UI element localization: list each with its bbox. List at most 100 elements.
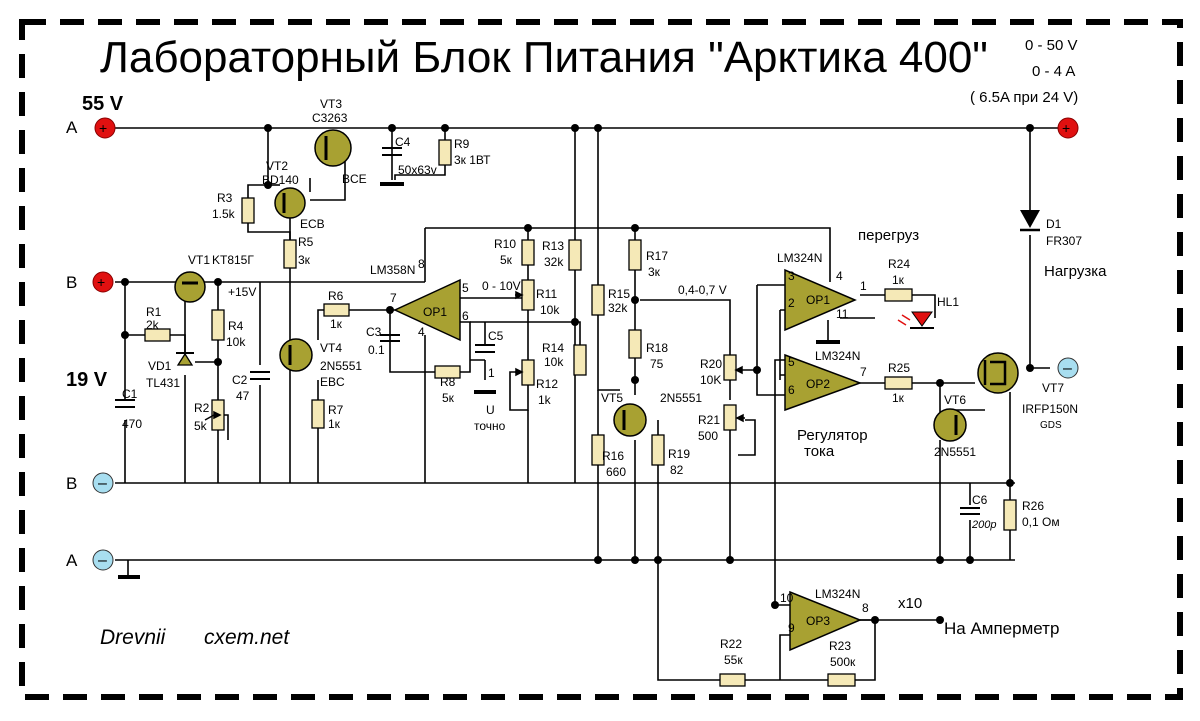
svg-text:R16: R16 (602, 449, 624, 463)
rail-b-plus-label: B (66, 273, 77, 292)
diode-vd1 (176, 352, 194, 366)
svg-text:VT5: VT5 (601, 391, 623, 405)
junction-dots (121, 124, 1034, 624)
svg-text:10k: 10k (544, 355, 564, 369)
resistor-r3 (241, 197, 255, 224)
svg-text:LM358N: LM358N (370, 263, 415, 277)
svg-text:4: 4 (418, 325, 425, 339)
transistor-vt6 (933, 408, 967, 442)
svg-text:R12: R12 (536, 377, 558, 391)
svg-text:11: 11 (836, 307, 849, 321)
svg-text:55к: 55к (724, 653, 743, 667)
svg-text:R2: R2 (194, 401, 210, 415)
svg-text:5k: 5k (194, 419, 208, 433)
svg-text:VT2: VT2 (266, 159, 288, 173)
ground-symbols (118, 182, 840, 579)
svg-text:R21: R21 (698, 413, 720, 427)
transistor-vt4 (279, 338, 313, 372)
terminal-a-plus-right: + (1057, 117, 1079, 139)
resistor-r14 (573, 344, 587, 376)
svg-text:1к: 1к (328, 417, 341, 431)
svg-text:2N5551: 2N5551 (660, 391, 702, 405)
svg-text:TL431: TL431 (146, 376, 180, 390)
resistor-r4 (211, 309, 225, 341)
svg-text:GDS: GDS (1040, 420, 1062, 431)
terminal-a-plus-left: + (94, 117, 116, 139)
svg-text:82: 82 (670, 463, 684, 477)
svg-text:47: 47 (236, 389, 250, 403)
resistor-r26 (1003, 499, 1017, 531)
page-title: Лабораторный Блок Питания "Арктика 400" (100, 33, 988, 82)
svg-text:EBC: EBC (320, 375, 345, 389)
svg-text:5: 5 (788, 355, 795, 369)
svg-text:C1: C1 (122, 387, 138, 401)
svg-text:OP1: OP1 (806, 293, 830, 307)
svg-text:KT815Г: KT815Г (212, 253, 254, 267)
resistor-r5 (283, 239, 297, 269)
svg-text:5к: 5к (442, 391, 455, 405)
resistor-r21 (723, 404, 737, 431)
svg-text:0,1 Ом: 0,1 Ом (1022, 515, 1060, 529)
svg-text:BCE: BCE (342, 172, 367, 186)
svg-text:9: 9 (788, 621, 795, 635)
spec-note: ( 6.5A при 24 V) (970, 89, 1078, 106)
svg-text:1: 1 (860, 279, 867, 293)
svg-text:32k: 32k (608, 301, 628, 315)
svg-text:–: – (98, 552, 107, 569)
svg-text:+: + (97, 274, 105, 290)
svg-text:–: – (1063, 360, 1072, 377)
dashed-border (19, 19, 1183, 700)
svg-text:10K: 10K (700, 373, 721, 387)
resistor-r19 (651, 434, 665, 466)
spec-voltage: 0 - 50 V (1025, 37, 1078, 54)
current-regulator-label-2: тока (804, 443, 835, 460)
resistor-r12 (521, 359, 535, 386)
svg-text:VT1: VT1 (188, 253, 210, 267)
svg-text:IRFP150N: IRFP150N (1022, 402, 1078, 416)
svg-text:R15: R15 (608, 287, 630, 301)
wiring (115, 127, 1065, 681)
svg-text:VD1: VD1 (148, 359, 172, 373)
svg-text:R26: R26 (1022, 499, 1044, 513)
resistor-r15 (591, 284, 605, 316)
transistor-vt3 (314, 129, 352, 167)
x10-label: x10 (898, 595, 922, 612)
svg-text:C5: C5 (488, 329, 504, 343)
svg-text:3к 1ВТ: 3к 1ВТ (454, 153, 491, 167)
svg-text:4: 4 (836, 269, 843, 283)
opamp-lm358-op1: OP1 (393, 278, 461, 342)
svg-text:C3: C3 (366, 325, 382, 339)
svg-text:C4: C4 (395, 135, 411, 149)
terminal-load-minus: – (1057, 357, 1079, 379)
rail-a-minus-label: A (66, 551, 78, 570)
svg-text:5к: 5к (500, 253, 513, 267)
svg-text:1k: 1k (538, 393, 552, 407)
svg-text:1к: 1к (892, 273, 905, 287)
svg-text:1.5k: 1.5k (212, 207, 236, 221)
overload-label: перегруз (858, 227, 919, 244)
svg-text:0 - 10V: 0 - 10V (482, 279, 521, 293)
svg-text:470: 470 (122, 417, 142, 431)
svg-text:R1: R1 (146, 305, 162, 319)
svg-text:6: 6 (462, 309, 469, 323)
resistor-r18 (628, 329, 642, 359)
terminal-a-minus: – (92, 549, 114, 571)
resistor-r13 (568, 239, 582, 271)
current-regulator-label-1: Регулятор (797, 427, 868, 444)
svg-text:2N5551: 2N5551 (320, 359, 362, 373)
rail-19v-label: 19 V (66, 369, 108, 391)
opamp-lm324-op2: OP2 (784, 353, 863, 412)
svg-text:500: 500 (698, 429, 718, 443)
svg-text:10k: 10k (540, 303, 560, 317)
led-hl1 (897, 311, 934, 329)
resistor-r16 (591, 434, 605, 466)
terminal-b-plus: + (92, 271, 114, 293)
resistor-r7 (311, 399, 325, 429)
svg-text:50x63v: 50x63v (398, 163, 437, 177)
resistor-r9 (438, 139, 452, 166)
resistor-r17 (628, 239, 642, 271)
spec-current: 0 - 4 A (1032, 63, 1075, 80)
svg-text:R5: R5 (298, 235, 314, 249)
rail-55v-label: 55 V (82, 93, 124, 115)
